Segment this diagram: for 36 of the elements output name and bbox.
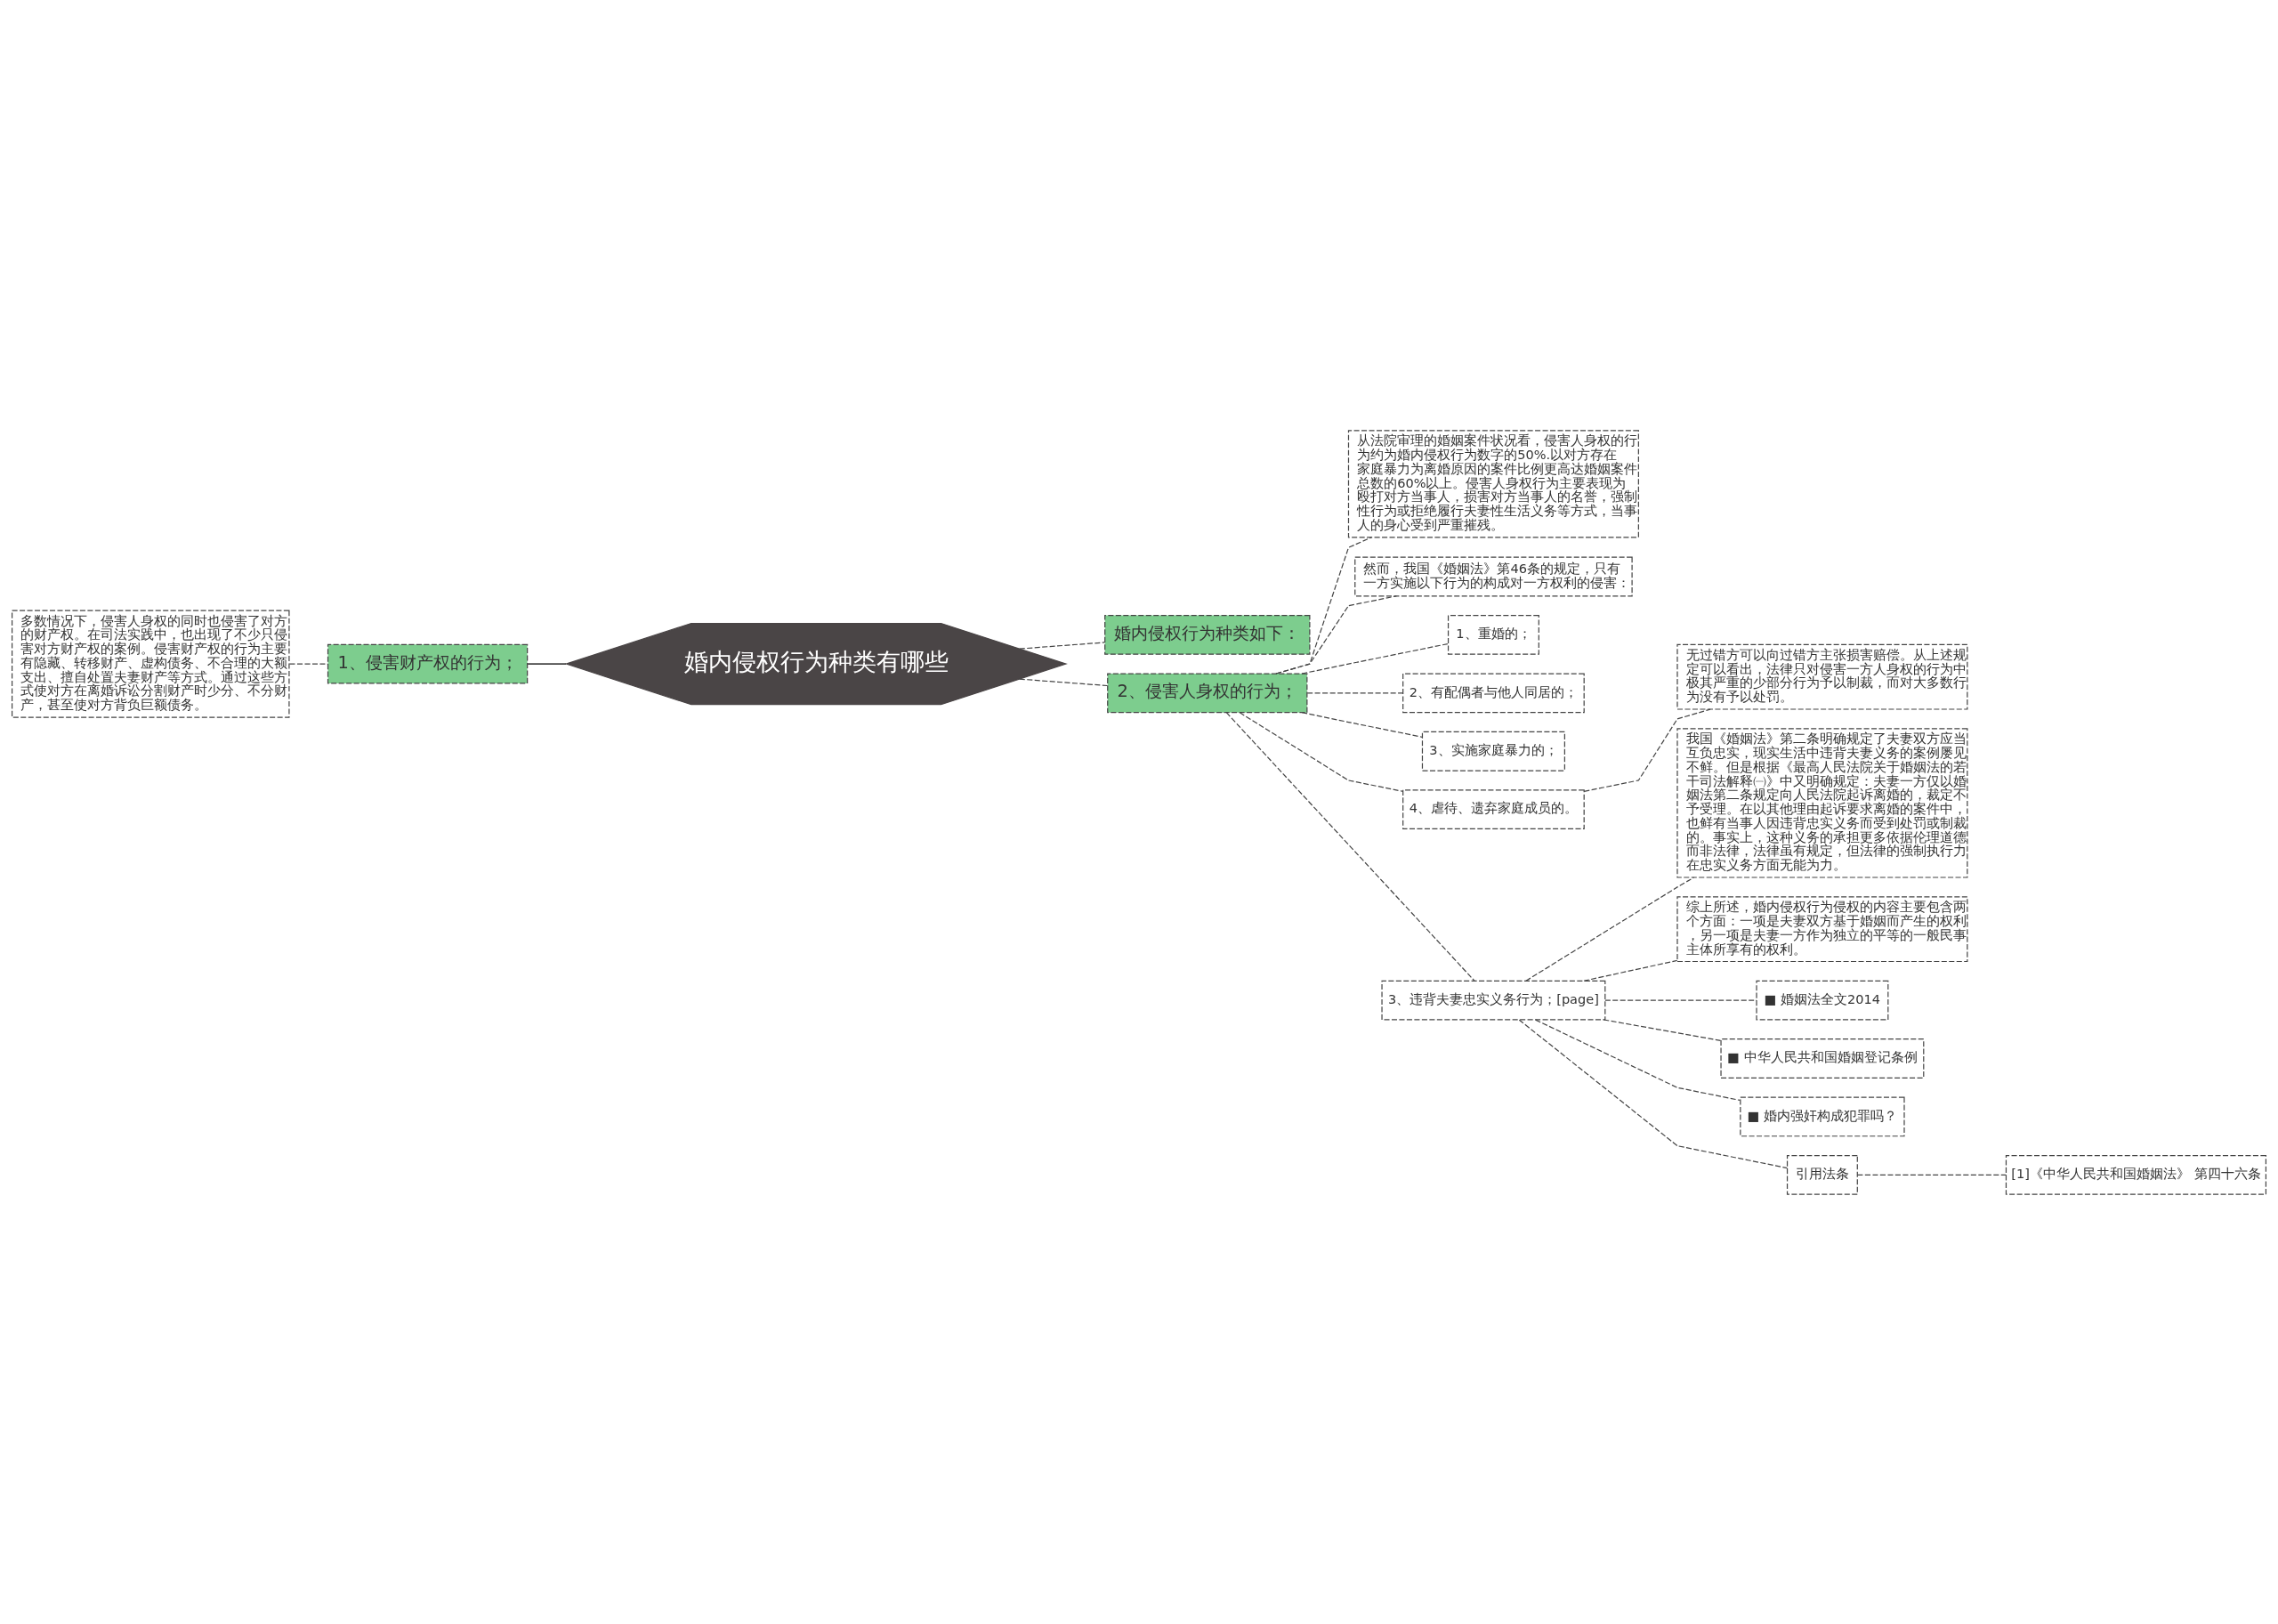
node-box: 无过错方可以向过错方主张损害赔偿。从上述规定可以看出，法律只对侵害一方人身权的行为中极其严重的少部分行为予以制裁，而对大多数行为没有予以处罚。 xyxy=(1676,643,1968,710)
node-box: ■ 婚内强奸构成犯罪吗？ xyxy=(1740,1096,1905,1136)
connector xyxy=(1225,711,1475,982)
connector xyxy=(1301,711,1423,738)
connector xyxy=(1525,876,1695,982)
node-box: 2、侵害人身权的行为； xyxy=(1107,672,1308,713)
node-box: 然而，我国《婚姻法》第46条的规定，只有一方实施以下行为的构成对一方权利的侵害： xyxy=(1354,556,1633,596)
node-box: 1、重婚的； xyxy=(1447,614,1539,655)
node-box: [1]《中华人民共和国婚姻法》 第四十六条 xyxy=(2005,1154,2267,1195)
node-box: ■ 中华人民共和国婚姻登记条例 xyxy=(1720,1038,1925,1079)
connector xyxy=(1535,1019,1741,1101)
node-box: 4、虐待、遗弃家庭成员的。 xyxy=(1402,788,1585,829)
connector xyxy=(1275,594,1397,675)
connector xyxy=(1301,642,1449,675)
connector xyxy=(1604,999,1757,1001)
connector xyxy=(1518,1019,1788,1168)
connector xyxy=(1019,641,1106,650)
node-box: 婚内侵权行为种类如下： xyxy=(1104,614,1311,655)
node-box: ■ 婚姻法全文2014 xyxy=(1756,980,1889,1020)
connector xyxy=(1583,959,1678,982)
connector xyxy=(1306,691,1404,693)
node-box: 3、实施家庭暴力的； xyxy=(1421,731,1565,772)
connector xyxy=(527,662,567,665)
connector xyxy=(1019,678,1108,686)
node-box: 从法院审理的婚姻案件状况看，侵害人身权的行为约为婚内侵权行为数字的50%.以对方存在家庭暴力为离婚原因的案件比例更高达婚姻案件总数的60%以上。侵害人身权行为主要表现为殴打对方当事人，损害对方当事人的名誉，强制性行为或拒绝履行夫妻性生活义务等方式，当事人的身心受到严重摧残。 xyxy=(1347,429,1639,537)
node-box: 3、违背夫妻忠实义务行为；[page] xyxy=(1381,980,1606,1020)
connector xyxy=(288,663,328,665)
connector xyxy=(1239,711,1404,792)
node-box: 综上所述，婚内侵权行为侵权的内容主要包含两个方面：一项是夫妻双方基于婚姻而产生的权利，另一项是夫妻一方作为独立的平等的一般民事主体所享有的权利。 xyxy=(1676,895,1968,962)
node-box: 1、侵害财产权的行为； xyxy=(327,643,529,684)
node-box: 我国《婚姻法》第二条明确规定了夫妻双方应当互负忠实，现实生活中违背夫妻义务的案例屡见不鲜。但是根据《最高人民法院关于婚姻法的若干司法解释㈠》中又明确规定：夫妻一方仅以婚姻法第二条规定向人民法院起诉离婚的，裁定不予受理。在以其他理由起诉要求离婚的案件中，也鲜有当事人因违背忠实义务而受到处罚或制裁的。事实上，这种义务的承担更多依据伦理道德而非法律，法律虽有规定，但法律的强制执行力在忠实义务方面无能为力。 xyxy=(1676,727,1968,878)
connector xyxy=(1603,1018,1722,1041)
connector xyxy=(1857,1174,2007,1176)
node-box: 2、有配偶者与他人同居的； xyxy=(1402,672,1585,713)
node-box: 引用法条 xyxy=(1786,1154,1858,1195)
node-box: 多数情况下，侵害人身权的同时也侵害了对方的财产权。在司法实践中，也出现了不少只侵害对方财产权的案例。侵害财产权的行为主要有隐藏、转移财产、虚构债务、不合理的大额支出、擅自处置夫妻财产等方式。通过这些方式使对方在离婚诉讼分割财产时少分、不分财产，甚至使对方背负巨额债务。 xyxy=(11,610,290,718)
